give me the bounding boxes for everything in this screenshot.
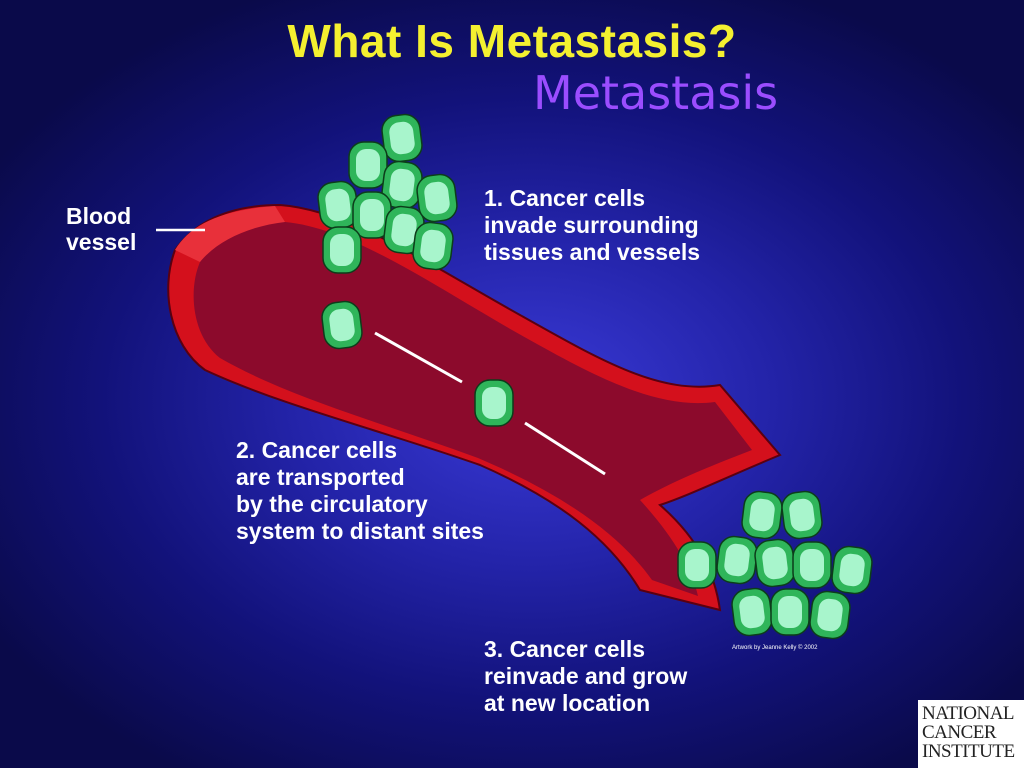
cancer-cell — [831, 545, 873, 595]
cancer-cell — [412, 221, 454, 271]
cancer-cell — [716, 535, 758, 585]
flow-line — [374, 331, 463, 384]
logo-line: NATIONAL — [922, 703, 1015, 724]
cancer-cell — [474, 379, 514, 427]
cancer-cell — [770, 588, 810, 636]
cancer-cell — [322, 226, 362, 274]
flow-line — [524, 421, 606, 476]
cancer-cell — [754, 538, 796, 588]
cancer-cell — [381, 113, 423, 163]
vessel-opening — [175, 206, 285, 262]
step-2-label: 2. Cancer cells are transported by the c… — [236, 437, 484, 544]
step-1-label: 1. Cancer cells invade surrounding tissu… — [484, 185, 701, 265]
cancer-cell — [381, 160, 423, 210]
cancer-cell — [731, 587, 773, 637]
cancer-cell — [348, 141, 388, 189]
cancer-cell — [809, 590, 851, 640]
cancer-cell — [792, 541, 832, 589]
cancer-cell — [781, 490, 823, 540]
cancer-cell — [416, 173, 458, 223]
blood-vessel-label: Blood vessel — [66, 203, 137, 255]
step-3-label: 3. Cancer cells reinvade and grow at new… — [484, 636, 688, 716]
nci-logo: NATIONAL CANCER INSTITUTE — [918, 700, 1024, 768]
logo-line: INSTITUTE — [922, 741, 1015, 762]
cancer-cell — [317, 180, 359, 230]
cancer-cell — [352, 191, 392, 239]
cancer-cell — [741, 490, 783, 540]
slide-title: What Is Metastasis? — [287, 15, 737, 67]
cancer-cell — [321, 300, 363, 350]
logo-line: CANCER — [922, 722, 997, 743]
artwork-credit: Artwork by Jeanne Kelly © 2002 — [732, 645, 818, 651]
slide-subtitle: Metastasis — [533, 66, 779, 120]
cancer-cell — [677, 541, 717, 589]
